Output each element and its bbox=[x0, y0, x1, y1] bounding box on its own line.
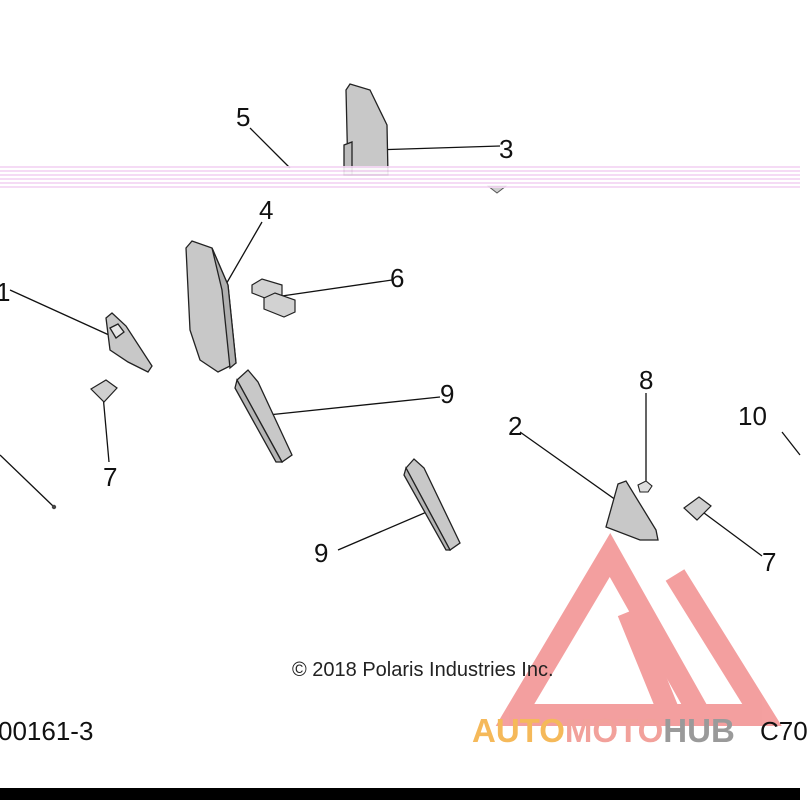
part-7-left bbox=[90, 379, 118, 403]
callout-7-left: 7 bbox=[103, 462, 118, 492]
part-8 bbox=[637, 480, 653, 493]
part-2 bbox=[605, 480, 659, 541]
watermark-hub: HUB bbox=[663, 712, 735, 749]
leader-lines bbox=[0, 127, 801, 557]
part-9-upper bbox=[234, 369, 293, 463]
watermark-moto: MOTO bbox=[564, 712, 664, 749]
fastener-dot bbox=[51, 504, 57, 510]
callout-7-right: 7 bbox=[762, 547, 777, 577]
callout-4: 4 bbox=[259, 195, 274, 225]
part-9-lower bbox=[403, 458, 461, 551]
callout-2: 2 bbox=[508, 411, 523, 441]
part-6 bbox=[251, 278, 296, 318]
callout-9-lower: 9 bbox=[314, 538, 329, 568]
figure-id-left: 00161-3 bbox=[0, 716, 94, 746]
callout-3: 3 bbox=[499, 134, 514, 164]
part-4 bbox=[185, 240, 237, 373]
callout-10: 10 bbox=[738, 401, 767, 431]
copyright-notice: © 2018 Polaris Industries Inc. bbox=[292, 659, 554, 681]
bottom-strip bbox=[0, 788, 800, 800]
scan-band bbox=[0, 166, 800, 188]
callout-6: 6 bbox=[390, 263, 405, 293]
callout-5: 5 bbox=[236, 102, 251, 132]
figure-id-right: C70 bbox=[760, 716, 808, 746]
callout-9-upper: 9 bbox=[440, 379, 455, 409]
callout-1: 1 bbox=[0, 277, 11, 307]
watermark-logo bbox=[495, 533, 782, 726]
watermark-text: AUTOMOTOHUB bbox=[472, 712, 735, 750]
callout-8: 8 bbox=[639, 365, 654, 395]
part-3 bbox=[343, 83, 389, 176]
part-7-right bbox=[683, 496, 712, 521]
watermark-auto: AUTO bbox=[472, 712, 565, 749]
part-1 bbox=[105, 312, 153, 373]
